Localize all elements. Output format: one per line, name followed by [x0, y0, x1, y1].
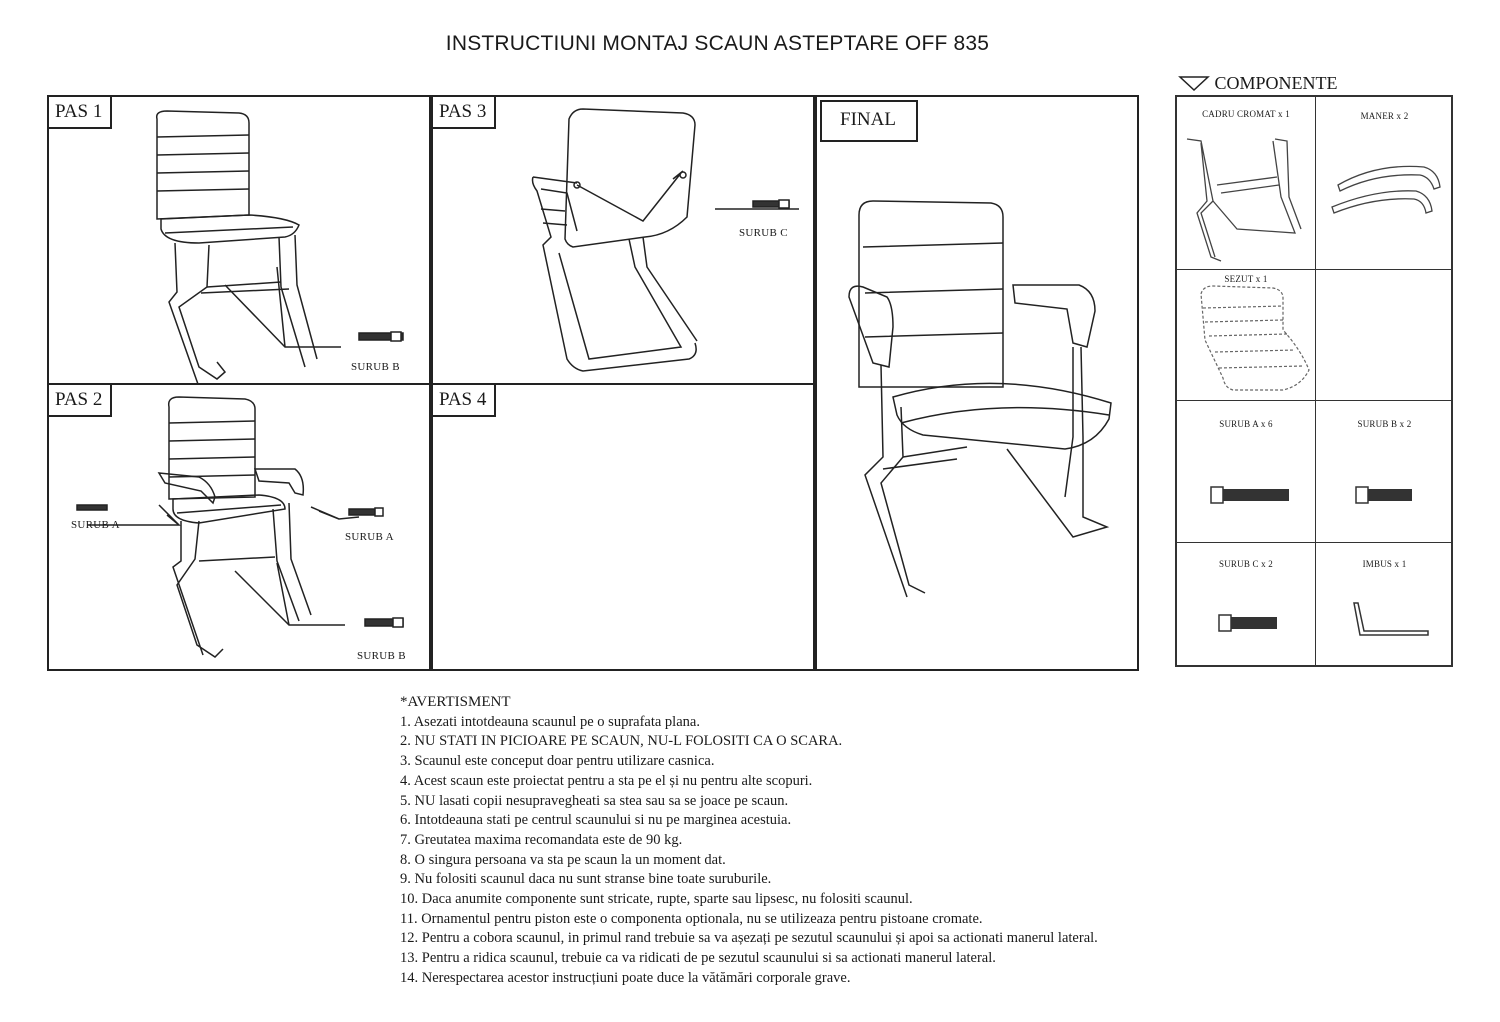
step-2-panel: PAS 2 SURUB A SURUB A SURUB B [47, 383, 431, 671]
step-1-chair-drawing [155, 110, 404, 388]
step-2-label: PAS 2 [49, 385, 113, 417]
chrome-frame-icon [1186, 138, 1302, 262]
screw-c-icon [1218, 614, 1277, 632]
page-title: INSTRUCTIUNI MONTAJ SCAUN ASTEPTARE OFF … [445, 32, 990, 55]
warning-item: 10. Daca anumite componente sunt stricat… [400, 891, 913, 908]
component-label: SURUB B x 2 [1357, 419, 1412, 429]
step-3-screw-label: SURUB C [739, 227, 788, 239]
step-2-screw-a-left: SURUB A [71, 519, 120, 531]
component-label: CADRU CROMAT x 1 [1202, 109, 1290, 119]
step-3-chair-drawing [531, 108, 799, 372]
component-label: SURUB C x 2 [1219, 559, 1273, 569]
component-label: SURUB A x 6 [1219, 419, 1273, 429]
seat-icon [1200, 285, 1310, 391]
warnings-section: *AVERTISMENT 1. Asezati intotdeauna scau… [400, 693, 1098, 989]
warning-item: 9. Nu folositi scaunul daca nu sunt stra… [400, 871, 772, 888]
component-screw-c: SURUB C x 2 [1177, 543, 1316, 667]
step-2-chair-drawing [76, 396, 404, 658]
warnings-heading: *AVERTISMENT [400, 694, 511, 710]
final-chair-drawing [848, 200, 1112, 598]
warning-item: 13. Pentru a ridica scaunul, trebuie ca … [400, 950, 996, 967]
armrest-icon [1331, 165, 1441, 214]
component-label: MANER x 2 [1360, 111, 1409, 121]
step-1-screw-label: SURUB B [351, 361, 400, 373]
allen-key-icon [1353, 602, 1429, 636]
step-1-label: PAS 1 [49, 97, 113, 129]
warning-item: 12. Pentru a cobora scaunul, in primul r… [400, 930, 1098, 947]
warning-item: 8. O singura persoana va sta pe scaun la… [400, 851, 726, 868]
final-label: FINAL [820, 100, 918, 142]
triangle-down-icon [1178, 76, 1210, 92]
final-panel: FINAL [815, 95, 1139, 671]
component-screw-b: SURUB B x 2 [1316, 401, 1453, 543]
screw-b-icon [1355, 486, 1412, 504]
components-heading: COMPONENTE [1178, 73, 1338, 94]
component-chrome-frame: CADRU CROMAT x 1 [1177, 97, 1316, 270]
warning-item: 3. Scaunul este conceput doar pentru uti… [400, 753, 715, 770]
component-label: IMBUS x 1 [1362, 559, 1407, 569]
warning-item: 7. Greutatea maxima recomandata este de … [400, 831, 683, 848]
component-empty [1316, 270, 1453, 401]
components-heading-text: COMPONENTE [1214, 73, 1338, 93]
step-1-panel: PAS 1 SURUB B [47, 95, 431, 388]
component-armrest: MANER x 2 [1316, 97, 1453, 270]
step-2-screw-b: SURUB B [357, 650, 406, 662]
warning-item: 14. Nerespectarea acestor instrucțiuni p… [400, 969, 851, 986]
screw-a-icon [1210, 486, 1289, 504]
warning-item: 5. NU lasati copii nesupravegheati sa st… [400, 792, 789, 809]
warning-item: 1. Asezati intotdeauna scaunul pe o supr… [400, 713, 700, 730]
step-3-panel: PAS 3 SURUB C [431, 95, 815, 385]
step-2-screw-a-right: SURUB A [345, 531, 394, 543]
warning-item: 4. Acest scaun este proiectat pentru a s… [400, 772, 813, 789]
warning-item: 6. Intotdeauna stati pe centrul scaunulu… [400, 812, 792, 829]
step-4-label: PAS 4 [433, 385, 497, 417]
components-grid: CADRU CROMAT x 1 MANER x 2 SEZUT x 1 SUR… [1175, 95, 1453, 667]
step-3-label: PAS 3 [433, 97, 497, 129]
component-screw-a: SURUB A x 6 [1177, 401, 1316, 543]
component-allen-key: IMBUS x 1 [1316, 543, 1453, 667]
component-label: SEZUT x 1 [1224, 274, 1268, 284]
step-4-panel: PAS 4 [431, 383, 815, 671]
component-seat: SEZUT x 1 [1177, 270, 1316, 401]
warning-item: 11. Ornamentul pentru piston este o comp… [400, 910, 983, 927]
warning-item: 2. NU STATI IN PICIOARE PE SCAUN, NU-L F… [400, 733, 843, 750]
